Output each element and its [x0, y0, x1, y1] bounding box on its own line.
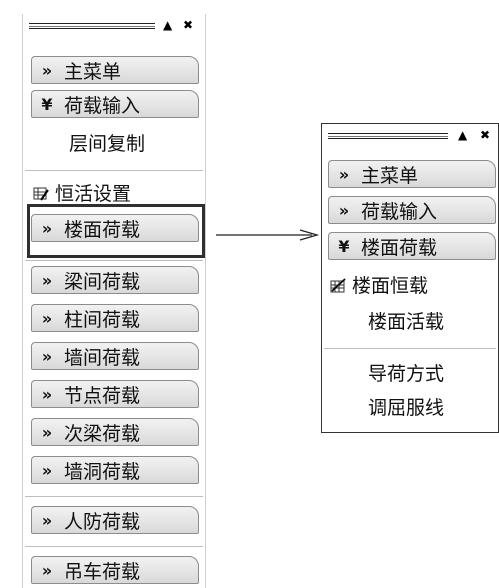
main-menu-button[interactable]: » 主菜单	[328, 160, 496, 188]
double-chevron-down-icon: ¥	[41, 94, 53, 114]
wall-opening-load-button[interactable]: » 墙洞荷载	[31, 456, 199, 484]
double-chevron-right-icon: »	[41, 60, 53, 80]
civil-defense-load-button[interactable]: » 人防荷载	[31, 506, 199, 534]
double-chevron-right-icon: »	[41, 510, 53, 530]
double-chevron-right-icon: »	[41, 460, 53, 480]
load-transfer-mode-item[interactable]: 导荷方式	[368, 362, 444, 386]
beam-load-label: 梁间荷载	[64, 270, 141, 293]
collapse-up-icon[interactable]: ▲	[163, 18, 173, 32]
double-chevron-right-icon: »	[41, 218, 53, 238]
main-menu-label: 主菜单	[64, 60, 122, 83]
left-menu-panel: ▲ ✖ » 主菜单 ¥ 荷载输入 层间复制 恒活设置 » 楼面荷载 » 梁间荷载…	[22, 14, 206, 588]
secondary-beam-load-label: 次梁荷载	[64, 422, 141, 445]
floor-load-button[interactable]: » 楼面荷载	[31, 214, 199, 242]
node-load-label: 节点荷载	[64, 384, 141, 407]
floor-load-button[interactable]: ¥ 楼面荷载	[328, 232, 496, 260]
double-chevron-right-icon: »	[41, 346, 53, 366]
separator	[25, 496, 203, 497]
wall-opening-load-label: 墙洞荷载	[64, 460, 141, 483]
floor-dead-load-item[interactable]: 楼面恒载	[330, 274, 428, 298]
load-transfer-mode-label: 导荷方式	[368, 363, 445, 385]
double-chevron-right-icon: »	[41, 270, 53, 290]
separator	[25, 260, 203, 261]
right-panel-titlebar[interactable]: ▲ ✖	[322, 124, 498, 148]
crane-load-label: 吊车荷载	[64, 560, 141, 583]
crane-load-button[interactable]: » 吊车荷载	[31, 556, 199, 584]
close-icon[interactable]: ✖	[480, 128, 491, 142]
highlight-frame	[27, 204, 205, 258]
close-icon[interactable]: ✖	[183, 18, 194, 32]
double-chevron-down-icon: ¥	[338, 236, 350, 256]
column-load-button[interactable]: » 柱间荷载	[31, 304, 199, 332]
double-chevron-right-icon: »	[41, 308, 53, 328]
live-setting-item[interactable]: 恒活设置	[33, 182, 131, 206]
secondary-beam-load-button[interactable]: » 次梁荷载	[31, 418, 199, 446]
floor-load-label: 楼面荷载	[361, 236, 438, 259]
floor-copy-label: 层间复制	[69, 133, 146, 155]
node-load-button[interactable]: » 节点荷载	[31, 380, 199, 408]
arrow-right-icon	[216, 229, 320, 241]
wall-load-button[interactable]: » 墙间荷载	[31, 342, 199, 370]
beam-load-button[interactable]: » 梁间荷载	[31, 266, 199, 294]
drag-grip-icon[interactable]	[328, 133, 448, 139]
grid-edit-icon	[330, 278, 346, 293]
civil-defense-load-label: 人防荷载	[64, 510, 141, 533]
floor-live-load-item[interactable]: 楼面活载	[368, 310, 444, 334]
collapse-up-icon[interactable]: ▲	[458, 128, 468, 142]
load-input-label: 荷载输入	[64, 94, 141, 117]
separator	[324, 348, 496, 349]
load-input-label: 荷载输入	[361, 200, 438, 223]
double-chevron-right-icon: »	[41, 560, 53, 580]
floor-live-load-label: 楼面活载	[368, 311, 445, 333]
left-panel-titlebar[interactable]: ▲ ✖	[23, 14, 205, 38]
yield-line-item[interactable]: 调屈服线	[368, 396, 444, 420]
table-edit-icon	[33, 187, 49, 201]
live-setting-label: 恒活设置	[55, 183, 132, 205]
yield-line-label: 调屈服线	[368, 397, 445, 419]
floor-dead-load-label: 楼面恒载	[352, 275, 429, 297]
double-chevron-right-icon: »	[338, 164, 350, 184]
double-chevron-right-icon: »	[41, 422, 53, 442]
load-input-button[interactable]: ¥ 荷载输入	[31, 90, 199, 118]
main-menu-button[interactable]: » 主菜单	[31, 56, 199, 84]
wall-load-label: 墙间荷载	[64, 346, 141, 369]
column-load-label: 柱间荷载	[64, 308, 141, 331]
main-menu-label: 主菜单	[361, 164, 419, 187]
separator	[25, 546, 203, 547]
floor-copy-item[interactable]: 层间复制	[69, 132, 145, 156]
floor-load-label: 楼面荷载	[64, 218, 141, 241]
load-input-button[interactable]: » 荷载输入	[328, 196, 496, 224]
double-chevron-right-icon: »	[338, 200, 350, 220]
right-menu-panel: ▲ ✖ » 主菜单 » 荷载输入 ¥ 楼面荷载 楼面恒载 楼面活载 导荷方式 调…	[321, 123, 499, 433]
drag-grip-icon[interactable]	[29, 23, 155, 29]
double-chevron-right-icon: »	[41, 384, 53, 404]
separator	[25, 170, 203, 171]
